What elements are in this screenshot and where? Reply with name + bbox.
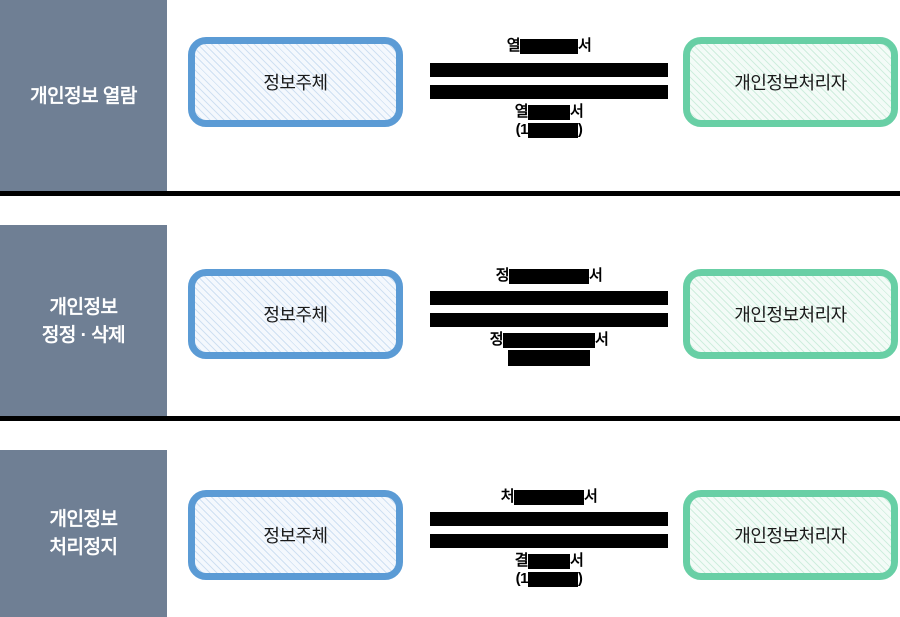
arrow-response-redacted <box>430 313 668 327</box>
flow-label-top-suffix: 서 <box>578 37 592 54</box>
flow-label-top-redaction <box>520 38 578 54</box>
flow-label-bottom-prefix: 열 <box>514 103 529 120</box>
actor-data-controller-label: 개인정보처리자 <box>734 526 847 546</box>
flow-label-note-redaction <box>508 350 590 367</box>
flow-label-top-redaction <box>509 268 589 284</box>
flow-label-bottom-note: (1) <box>390 121 708 139</box>
flow-label-bottom-suffix: 서 <box>570 103 584 120</box>
flow-label-note-redaction <box>527 571 578 587</box>
row-category-label: 개인정보 처리정지 <box>49 508 118 558</box>
flow-label-bottom-redaction <box>503 332 595 348</box>
flow-label-top-suffix: 서 <box>584 488 598 505</box>
flow-label-top-prefix: 정 <box>495 267 510 284</box>
actor-data-subject-label: 정보주체 <box>263 305 328 325</box>
flow-label-note-redaction <box>527 122 578 138</box>
actor-data-subject[interactable]: 정보주체 <box>188 37 403 127</box>
row-category-panel: 개인정보 처리정지 <box>0 450 167 617</box>
arrow-response-redacted <box>430 534 668 548</box>
row-category-panel: 개인정보 정정 · 삭제 <box>0 225 167 418</box>
flow-label-bottom-note: (1) <box>390 570 708 588</box>
actor-data-controller[interactable]: 개인정보처리자 <box>683 37 898 127</box>
row-category-label: 개인정보 정정 · 삭제 <box>41 296 126 346</box>
actor-data-controller[interactable]: 개인정보처리자 <box>683 490 898 580</box>
flow-label-top-prefix: 열 <box>506 37 521 54</box>
actor-data-controller-label: 개인정보처리자 <box>734 305 847 325</box>
arrow-request-redacted <box>430 291 668 305</box>
actor-data-subject[interactable]: 정보주체 <box>188 269 403 359</box>
flow-label-bottom-note <box>390 349 708 367</box>
flow-label-bottom-prefix: 정 <box>489 331 504 348</box>
arrow-request-redacted <box>430 512 668 526</box>
arrow-response-redacted <box>430 85 668 99</box>
actor-data-subject-label: 정보주체 <box>263 526 328 546</box>
flow-label-bottom-suffix: 서 <box>570 552 584 569</box>
actor-data-subject-label: 정보주체 <box>263 73 328 93</box>
flow-label-bottom-prefix: 결 <box>514 552 529 569</box>
arrow-request-redacted <box>430 63 668 77</box>
flow-label-top-redaction <box>514 489 584 505</box>
row-category-label: 개인정보 열람 <box>30 85 137 107</box>
actor-data-controller[interactable]: 개인정보처리자 <box>683 269 898 359</box>
flow-label-bottom-redaction <box>528 553 570 569</box>
flow-label-bottom-suffix: 서 <box>595 331 609 348</box>
flow-label-top-suffix: 서 <box>589 267 603 284</box>
actor-data-controller-label: 개인정보처리자 <box>734 73 847 93</box>
row-category-panel: 개인정보 열람 <box>0 0 167 193</box>
flow-label-bottom-redaction <box>528 104 570 120</box>
actor-data-subject[interactable]: 정보주체 <box>188 490 403 580</box>
flow-label-note-prefix: (1 <box>515 570 529 587</box>
row-divider <box>0 416 900 421</box>
flow-label-top-prefix: 처 <box>500 488 515 505</box>
flow-label-note-prefix: (1 <box>515 121 529 138</box>
row-divider <box>0 191 900 196</box>
flow-label-note-suffix: ) <box>577 570 583 587</box>
flow-label-note-suffix: ) <box>577 121 583 138</box>
